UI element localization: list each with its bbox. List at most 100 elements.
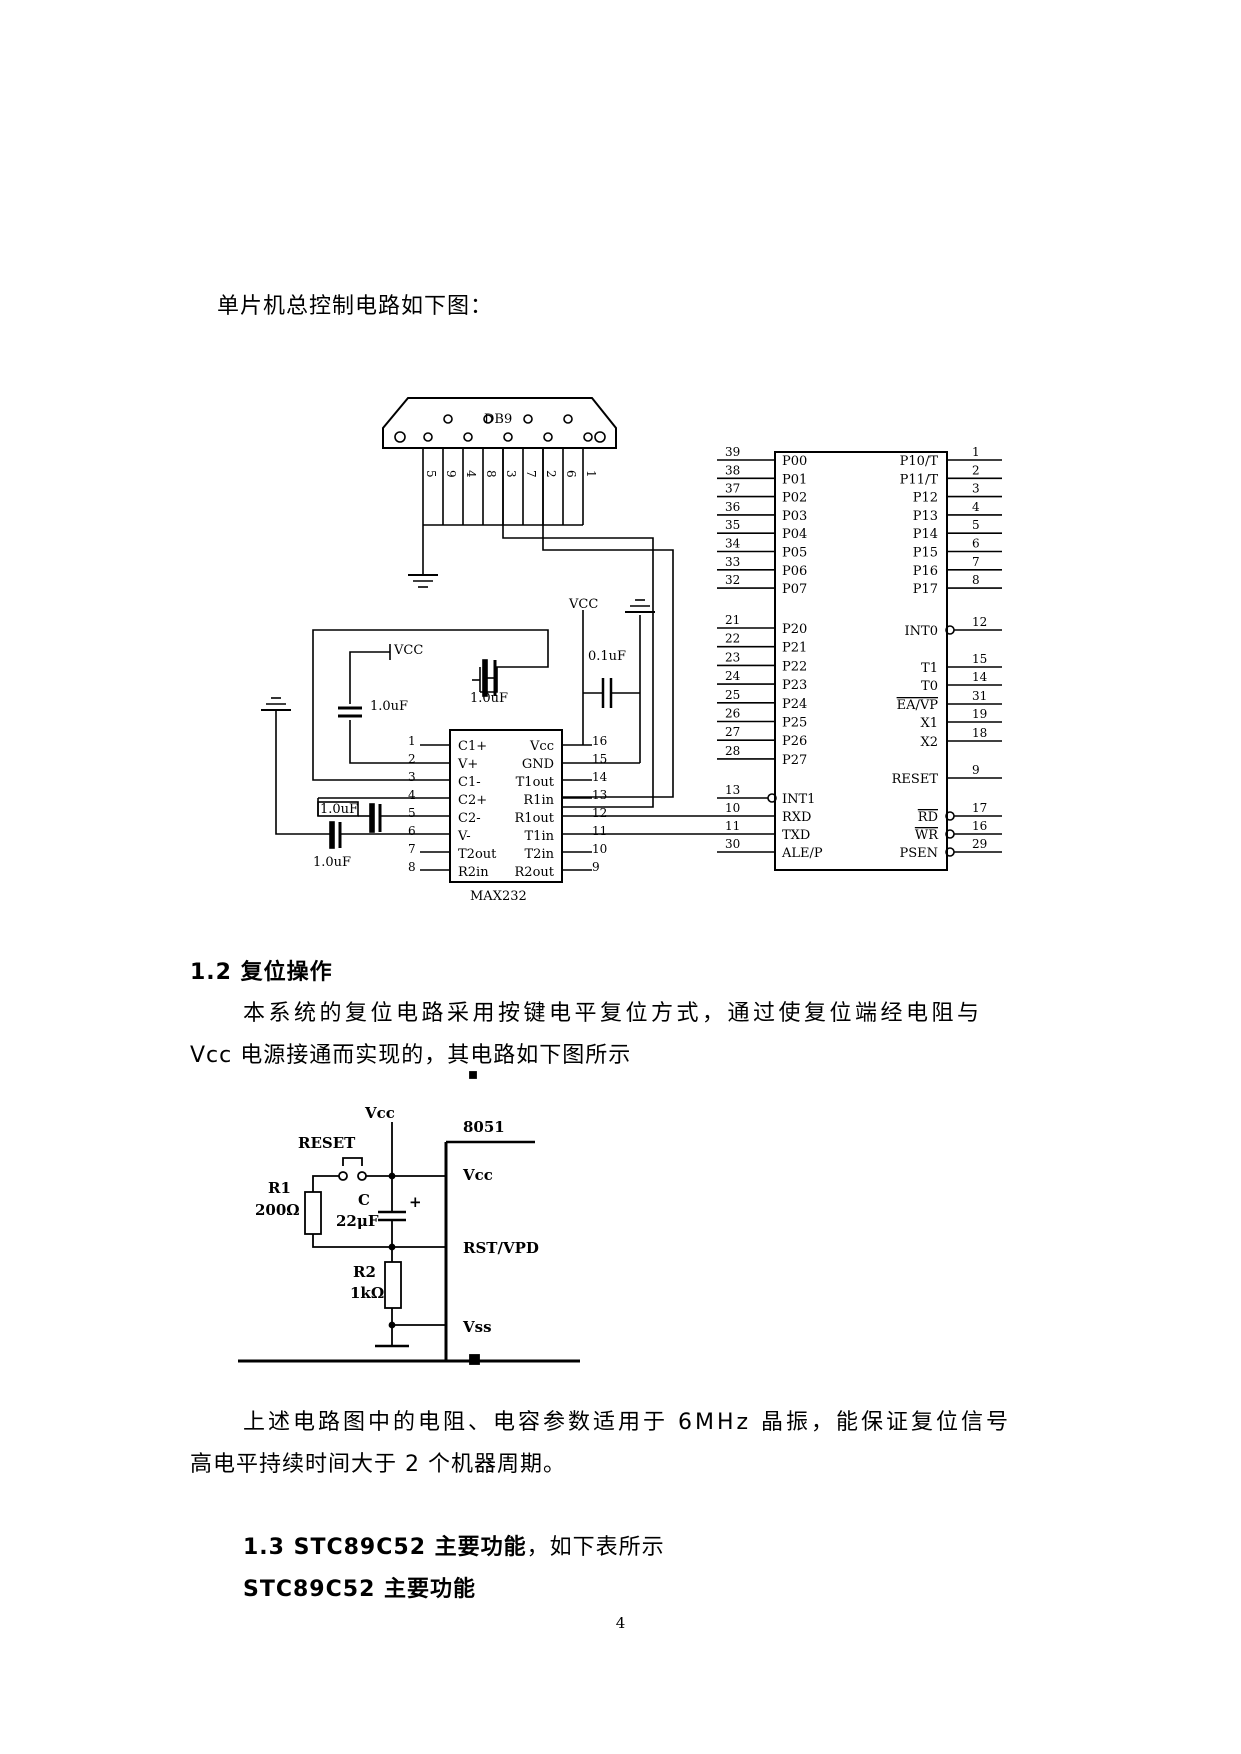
mcu-pin-30: 30 <box>725 837 740 851</box>
mcu-pin-39: 39 <box>725 445 740 459</box>
max232-signal-c1-: C1- <box>458 775 481 790</box>
mcu-signal-x1: X1 <box>920 716 938 731</box>
db9-pin-7: 7 <box>524 470 538 478</box>
max232-signal-t1out: T1out <box>516 775 555 790</box>
mcu-pin-12: 12 <box>972 615 987 629</box>
para-after-line1: 上述电路图中的电阻、电容参数适用于 6MHz 晶振，能保证复位信号 <box>243 1410 1012 1435</box>
mcu-signal-reset: RESET <box>892 772 939 787</box>
max232-pin-14: 14 <box>592 770 608 784</box>
mcu-signal-p23: P23 <box>782 678 807 693</box>
r1-label: R1 <box>268 1179 291 1197</box>
mcu-signal-p05: P05 <box>782 546 807 561</box>
max232-pin-4: 4 <box>408 788 416 802</box>
max232-signal-r2in: R2in <box>458 865 489 880</box>
mcu-signal-int1: INT1 <box>782 792 815 807</box>
cap-0-1uf-label: 0.1uF <box>588 649 626 664</box>
c-label: C <box>358 1191 370 1209</box>
mcu-pin-15: 15 <box>972 652 987 666</box>
table-title: STC89C52 主要功能 <box>243 1577 477 1602</box>
db9-pin-5: 5 <box>424 470 438 478</box>
mcu-signal-p21: P21 <box>782 641 807 656</box>
mcu-pin-19: 19 <box>972 707 987 721</box>
mcu-pin-24: 24 <box>725 669 741 683</box>
svg-text:+: + <box>409 1193 422 1211</box>
r2-label: R2 <box>353 1263 376 1281</box>
max232-pin-7: 7 <box>408 842 416 856</box>
mcu-pin-18: 18 <box>972 726 987 740</box>
mcu-pin-7: 7 <box>972 555 980 569</box>
max232-signal-r1in: R1in <box>523 793 554 808</box>
mcu-signal-p25: P25 <box>782 716 807 731</box>
max232-signal-v+: V+ <box>457 757 478 772</box>
r2-value: 1kΩ <box>350 1284 384 1302</box>
mcu-pin-21: 21 <box>725 613 740 627</box>
mcu-signal-int0: INT0 <box>905 624 938 639</box>
mcu-signal-p16: P16 <box>913 564 938 579</box>
mcu-pin-37: 37 <box>725 482 740 496</box>
mcu-pin-38: 38 <box>725 463 740 477</box>
cap-1uf-label-mid: 1.0uF <box>320 802 358 817</box>
mcu-signal-p04: P04 <box>782 527 807 542</box>
intro-text: 单片机总控制电路如下图： <box>217 294 494 319</box>
mcu-pin-25: 25 <box>725 688 740 702</box>
mcu-signal-txd: TXD <box>782 828 810 843</box>
mcu-pin-16: 16 <box>972 819 987 833</box>
mcu-pin-33: 33 <box>725 555 740 569</box>
mcu-pin-27: 27 <box>725 725 740 739</box>
mcu-signal-p12: P12 <box>913 491 938 506</box>
db9-pin-3: 3 <box>504 470 518 478</box>
cap-1uf-label-bottom: 1.0uF <box>313 855 351 870</box>
mcu-signal-ea-vp: EA/VP <box>897 698 939 713</box>
max232-signal-t2in: T2in <box>525 847 555 862</box>
max232-pin-10: 10 <box>592 842 607 856</box>
cap-1uf-label-left: 1.0uF <box>370 699 408 714</box>
cap-1uf-label-top: 1.0uF <box>470 691 508 706</box>
mcu-signal-p13: P13 <box>913 509 938 524</box>
reset-vcc-label: Vcc <box>364 1104 395 1122</box>
mcu-pin-29: 29 <box>972 837 987 851</box>
db9-pin-6: 6 <box>564 470 578 478</box>
section-1-2-line1: 本系统的复位电路采用按键电平复位方式，通过使复位端经电阻与 <box>243 1001 983 1026</box>
max232-pin-3: 3 <box>408 770 416 784</box>
mcu-signal-p27: P27 <box>782 753 807 768</box>
mcu-signal-p14: P14 <box>913 527 938 542</box>
max232-pin-5: 5 <box>408 806 416 820</box>
mcu-signal-ale-p: ALE/P <box>781 846 823 861</box>
max232-signal-r2out: R2out <box>515 865 555 880</box>
mcu-signal-p26: P26 <box>782 734 807 749</box>
mcu-signal-p00: P00 <box>782 454 807 469</box>
mcu-control-circuit <box>261 397 1002 883</box>
max232-pin-1: 1 <box>408 734 416 748</box>
mcu-pin-3: 3 <box>972 482 980 496</box>
max232-label: MAX232 <box>470 889 527 904</box>
pin-vss-label: Vss <box>462 1318 492 1336</box>
mcu-pin-2: 2 <box>972 463 980 477</box>
mcu-pin-22: 22 <box>725 632 740 646</box>
mcu-signal-p07: P07 <box>782 582 807 597</box>
mcu-pin-23: 23 <box>725 650 740 664</box>
pin-rst-label: RST/VPD <box>463 1239 539 1257</box>
max232-pin-13: 13 <box>592 788 607 802</box>
mcu-pin-35: 35 <box>725 518 740 532</box>
mcu-pin-13: 13 <box>725 783 740 797</box>
mcu-pin-5: 5 <box>972 518 980 532</box>
max232-pin-15: 15 <box>592 752 607 766</box>
mcu-pin-14: 14 <box>972 670 988 684</box>
max232-pin-2: 2 <box>408 752 416 766</box>
max232-pin-12: 12 <box>592 806 607 820</box>
max232-pin-8: 8 <box>408 860 416 874</box>
mcu-pin-8: 8 <box>972 573 980 587</box>
mcu-signal-x2: X2 <box>920 735 938 750</box>
mcu-pin-28: 28 <box>725 744 740 758</box>
mcu-signal-p03: P03 <box>782 509 807 524</box>
mcu-signal-p02: P02 <box>782 491 807 506</box>
db9-pin-9: 9 <box>444 470 458 478</box>
db9-pin-1: 1 <box>584 470 598 478</box>
mcu-signal-p06: P06 <box>782 564 807 579</box>
mcu-signal-psen: PSEN <box>899 846 938 861</box>
db9-label: DB9 <box>484 412 512 427</box>
mcu-signal-p10-t: P10/T <box>900 454 939 469</box>
mcu-signal-rd: RD <box>918 810 938 825</box>
